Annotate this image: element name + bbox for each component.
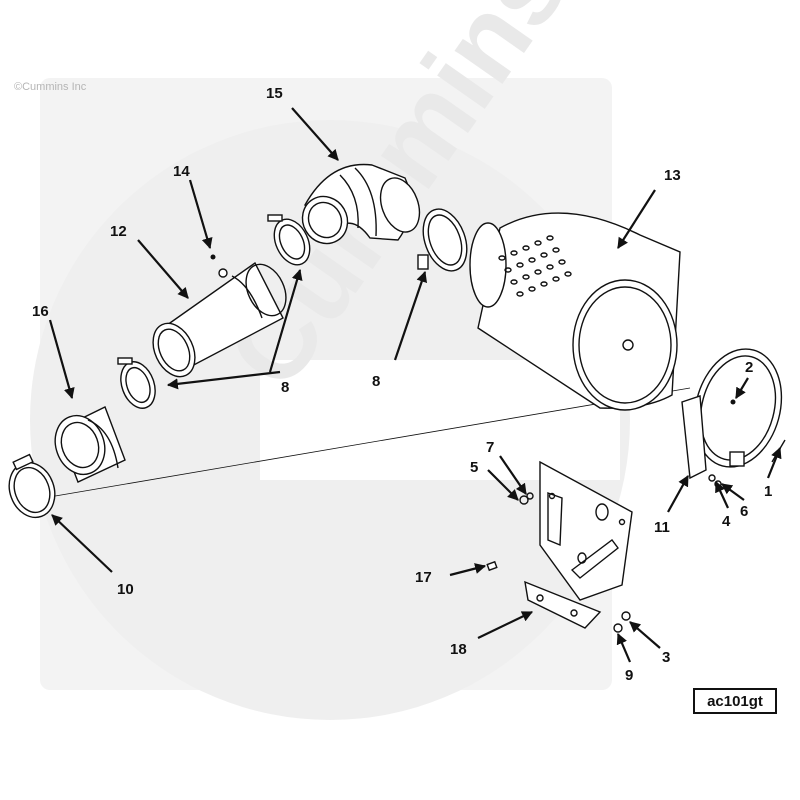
centerline xyxy=(19,387,691,503)
callout-4: 4 xyxy=(722,513,731,530)
callout-15: 15 xyxy=(266,85,283,102)
part-8-clamp-cleaner xyxy=(417,208,468,272)
part-14-fitting xyxy=(210,254,228,278)
part-13-air-cleaner xyxy=(469,212,681,411)
copyright-text: ©Cummins Inc xyxy=(14,81,87,93)
callout-16: 16 xyxy=(32,303,49,320)
callout-2: 2 xyxy=(745,359,753,376)
leader-arrows xyxy=(48,107,782,663)
callout-17: 17 xyxy=(415,569,432,586)
callout-13: 13 xyxy=(664,167,681,184)
callout-14: 14 xyxy=(173,163,190,180)
callout-3: 3 xyxy=(662,649,670,666)
part-8-clamp-upper xyxy=(267,214,311,266)
part-8-clamp-lower xyxy=(117,357,156,409)
part-10-clamp xyxy=(8,453,56,519)
part-11-band xyxy=(681,348,783,480)
part-12-tube xyxy=(152,261,287,378)
part-16-hose xyxy=(54,406,126,483)
figure-id-label: ac101gt xyxy=(693,688,777,714)
callout-8-right: 8 xyxy=(372,373,380,390)
part-15-elbow xyxy=(301,163,421,245)
callout-labels: 15 14 12 16 10 8 8 13 2 1 6 4 11 7 5 17 … xyxy=(32,85,772,684)
callout-8-left: 8 xyxy=(281,379,289,396)
callout-6: 6 xyxy=(740,503,748,520)
callout-9: 9 xyxy=(625,667,633,684)
callout-10: 10 xyxy=(117,581,134,598)
callout-12: 12 xyxy=(110,223,127,240)
callout-1: 1 xyxy=(764,483,772,500)
callout-5: 5 xyxy=(470,459,478,476)
hardware-bolts-left xyxy=(486,492,631,633)
callout-11: 11 xyxy=(654,519,670,536)
part-18-base-plate xyxy=(524,580,602,629)
mounting-bracket xyxy=(539,460,633,601)
callout-7: 7 xyxy=(486,439,494,456)
air-cleaner-vent-holes xyxy=(498,235,572,297)
callout-18: 18 xyxy=(450,641,467,658)
